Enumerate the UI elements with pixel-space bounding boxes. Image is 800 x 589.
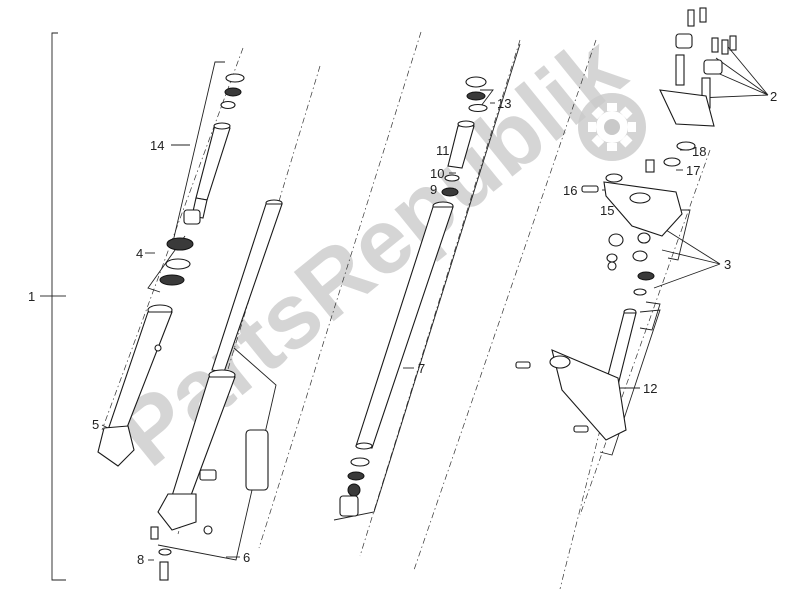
bleed-screw: [150, 526, 172, 581]
inner-tube-right: [339, 201, 454, 517]
group-brackets: [101, 41, 769, 561]
left-slider: [97, 304, 173, 467]
label-3: 3: [724, 257, 731, 272]
label-14: 14: [150, 138, 164, 153]
label-8: 8: [137, 552, 144, 567]
steering-bearings: [606, 232, 655, 296]
spring-tube: [441, 76, 488, 197]
label-2: 2: [770, 89, 777, 104]
label-5: 5: [92, 417, 99, 432]
label-12: 12: [643, 381, 657, 396]
axis-lines: [101, 31, 711, 589]
assembly-bracket: [40, 32, 66, 581]
label-9: 9: [430, 182, 437, 197]
callout-labels: 1 2 3 4 5 6 7 8 9 10 11 12 13 14 15 16 1…: [28, 89, 777, 567]
cartridge-assembly: [183, 73, 245, 225]
label-15: 15: [600, 203, 614, 218]
label-10: 10: [430, 166, 444, 181]
outer-slider-left: [157, 369, 269, 535]
label-1: 1: [28, 289, 35, 304]
upper-triple-clamp: [581, 159, 683, 237]
label-18: 18: [692, 144, 706, 159]
label-16: 16: [563, 183, 577, 198]
label-4: 4: [136, 246, 143, 261]
label-13: 13: [497, 96, 511, 111]
label-17: 17: [686, 163, 700, 178]
seal-kit: [159, 237, 194, 286]
label-7: 7: [418, 361, 425, 376]
label-6: 6: [243, 550, 250, 565]
handlebar-clamp: [659, 54, 715, 167]
upper-bolts: [675, 7, 737, 75]
gear-icon: [578, 93, 646, 161]
steering-stem: [515, 308, 637, 441]
label-11: 11: [436, 143, 450, 158]
